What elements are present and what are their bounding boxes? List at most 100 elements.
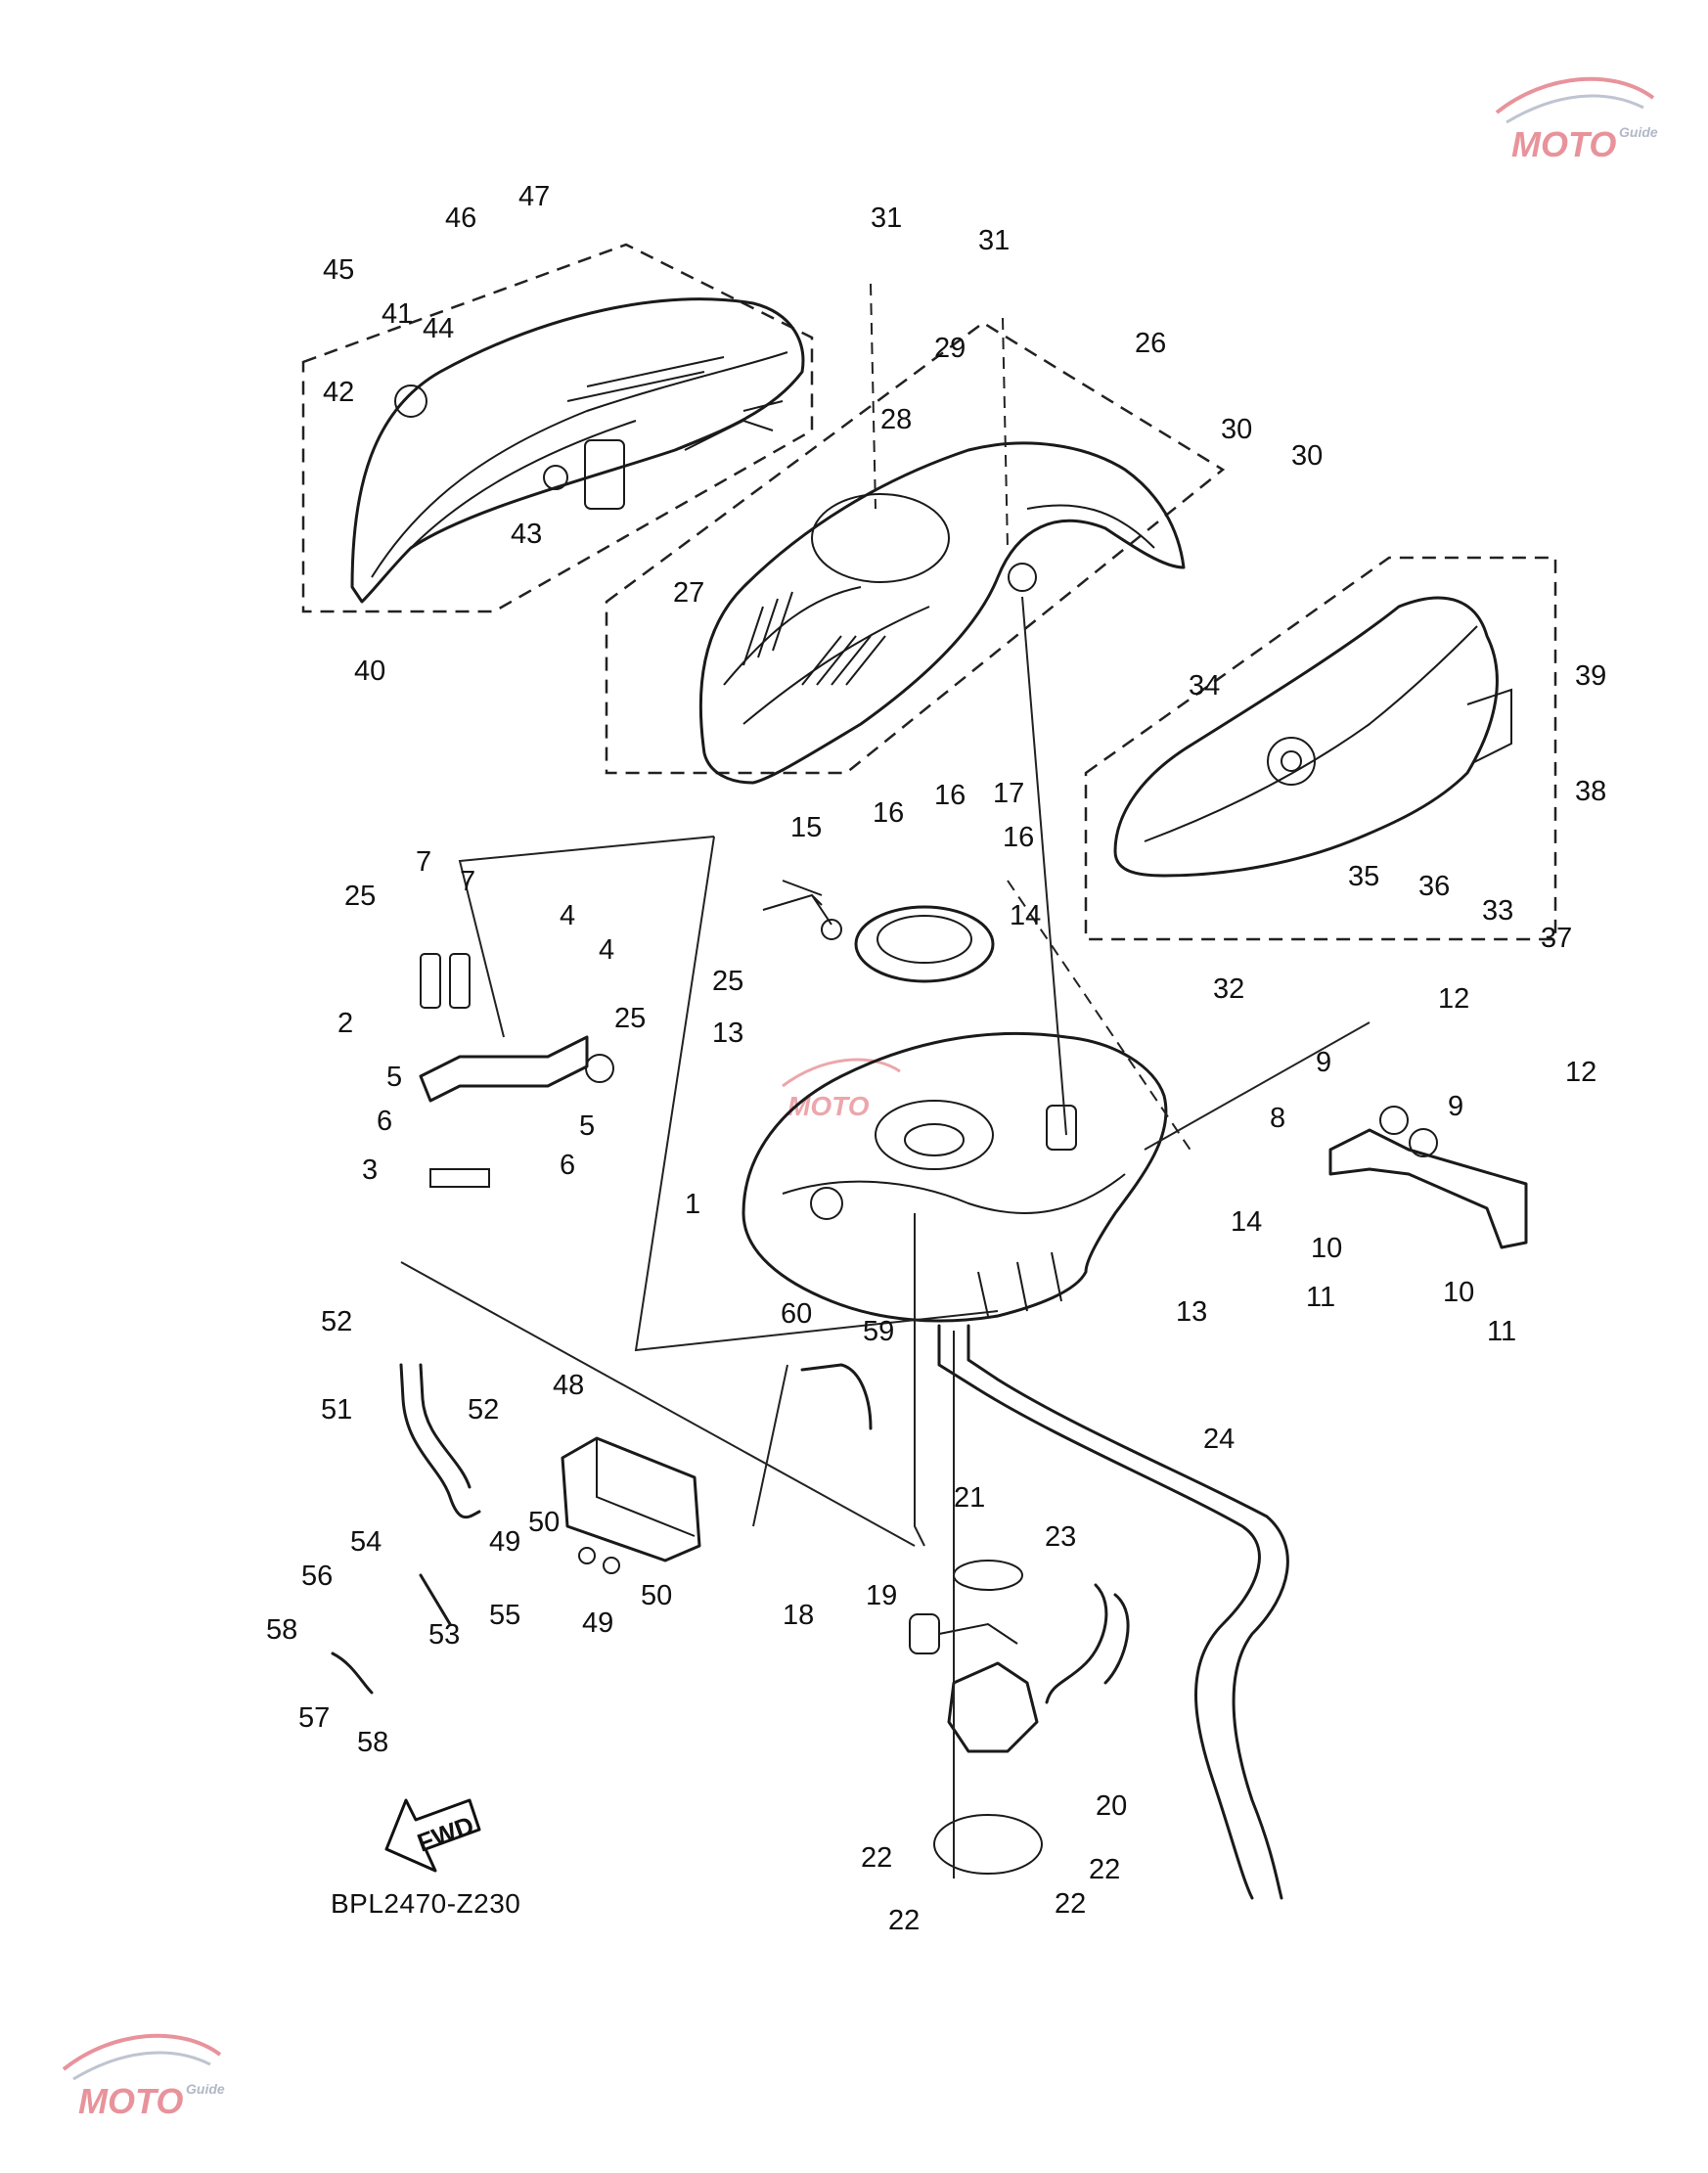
- callout-25: 25: [344, 881, 376, 912]
- callout-43: 43: [511, 519, 542, 550]
- part-2-bracket: [419, 953, 614, 1188]
- part-8-bracket: [1328, 1106, 1528, 1249]
- part-27-tank-cover: [698, 441, 1186, 785]
- callout-25: 25: [614, 1003, 646, 1034]
- callout-34: 34: [1189, 670, 1220, 702]
- callout-4: 4: [599, 934, 614, 966]
- callout-38: 38: [1575, 776, 1606, 807]
- callout-50: 50: [528, 1507, 560, 1538]
- callout-49: 49: [582, 1607, 613, 1639]
- callout-11: 11: [1306, 1282, 1335, 1313]
- callout-14: 14: [1010, 900, 1041, 931]
- callout-23: 23: [1045, 1521, 1076, 1553]
- callout-40: 40: [354, 656, 385, 687]
- leader-lines: [400, 283, 1371, 1879]
- callout-19: 19: [866, 1580, 897, 1611]
- callout-13: 13: [712, 1018, 743, 1049]
- callout-15: 15: [790, 812, 822, 843]
- group-box-26: [605, 321, 1226, 775]
- callout-54: 54: [350, 1526, 382, 1558]
- callout-32: 32: [1213, 973, 1244, 1005]
- callout-20: 20: [1096, 1790, 1127, 1822]
- callout-7: 7: [460, 866, 475, 897]
- callout-53: 53: [428, 1619, 460, 1651]
- callout-39: 39: [1575, 660, 1606, 692]
- callout-21: 21: [954, 1482, 985, 1514]
- part-48-canister: [561, 1436, 701, 1574]
- callout-17: 17: [993, 778, 1024, 809]
- callout-22: 22: [1089, 1854, 1120, 1885]
- callout-58: 58: [266, 1614, 297, 1646]
- callout-11: 11: [1487, 1316, 1516, 1347]
- callout-12: 12: [1565, 1057, 1596, 1088]
- callout-22: 22: [861, 1842, 892, 1874]
- callout-13: 13: [1176, 1296, 1207, 1328]
- callout-6: 6: [377, 1106, 392, 1137]
- callout-4: 4: [560, 900, 575, 931]
- callout-31: 31: [871, 203, 902, 234]
- callout-9: 9: [1448, 1091, 1463, 1122]
- callout-26: 26: [1135, 328, 1166, 359]
- callout-36: 36: [1418, 871, 1450, 902]
- callout-14: 14: [1231, 1206, 1262, 1238]
- callout-12: 12: [1438, 983, 1469, 1015]
- callout-31: 31: [978, 225, 1010, 256]
- callout-2: 2: [337, 1008, 353, 1039]
- callout-45: 45: [323, 254, 354, 286]
- part-40-cover: [350, 297, 805, 604]
- callout-1: 1: [685, 1189, 700, 1220]
- diagram-reference-code: BPL2470-Z230: [331, 1888, 520, 1919]
- group-box-32: [1084, 556, 1557, 941]
- watermark-logo-top-right: MOTO Guide: [1495, 76, 1658, 164]
- part-1-fuel-tank: [742, 1031, 1168, 1323]
- callout-5: 5: [386, 1062, 402, 1093]
- watermark-logo-center: MOTO: [782, 1058, 901, 1121]
- callout-48: 48: [553, 1370, 584, 1401]
- callout-58: 58: [357, 1727, 388, 1758]
- part-15-fuel-cap: [762, 880, 995, 983]
- callout-42: 42: [323, 377, 354, 408]
- callout-33: 33: [1482, 895, 1513, 927]
- callout-30: 30: [1221, 414, 1252, 445]
- callout-52: 52: [468, 1394, 499, 1426]
- callout-27: 27: [673, 577, 704, 609]
- callout-5: 5: [579, 1110, 595, 1142]
- callout-52: 52: [321, 1306, 352, 1337]
- callout-28: 28: [880, 404, 912, 435]
- watermark-logo-text: MOTO: [787, 1091, 870, 1121]
- callout-24: 24: [1203, 1424, 1235, 1455]
- callout-44: 44: [423, 313, 454, 344]
- callout-10: 10: [1311, 1233, 1342, 1264]
- watermark-tagline: Guide: [186, 2081, 225, 2097]
- callout-18: 18: [783, 1600, 814, 1631]
- callout-22: 22: [888, 1905, 920, 1936]
- callout-56: 56: [301, 1561, 333, 1592]
- callout-41: 41: [382, 298, 413, 330]
- callout-16: 16: [873, 797, 904, 829]
- callout-22: 22: [1055, 1888, 1086, 1920]
- callout-49: 49: [489, 1526, 520, 1558]
- callout-60: 60: [781, 1298, 812, 1330]
- callout-6: 6: [560, 1150, 575, 1181]
- watermark-logo-text: MOTO: [1511, 124, 1616, 164]
- callout-55: 55: [489, 1600, 520, 1631]
- forward-direction-arrow: FWD: [384, 1798, 481, 1873]
- watermark-logo-text: MOTO: [78, 2081, 183, 2121]
- callout-16: 16: [1003, 822, 1034, 853]
- callout-51: 51: [321, 1394, 352, 1426]
- callout-7: 7: [416, 846, 431, 878]
- callout-35: 35: [1348, 861, 1379, 892]
- callout-25: 25: [712, 966, 743, 997]
- part-18-fuel-pump: [909, 1560, 1043, 1875]
- callout-46: 46: [445, 203, 476, 234]
- part-34-side-cover: [1113, 596, 1512, 878]
- callout-37: 37: [1541, 923, 1572, 954]
- callout-59: 59: [863, 1316, 894, 1347]
- callout-57: 57: [298, 1702, 330, 1734]
- group-box-40: [301, 243, 814, 613]
- watermark-logo-bottom-left: MOTO Guide: [62, 2033, 225, 2121]
- callout-10: 10: [1443, 1277, 1474, 1308]
- callout-50: 50: [641, 1580, 672, 1611]
